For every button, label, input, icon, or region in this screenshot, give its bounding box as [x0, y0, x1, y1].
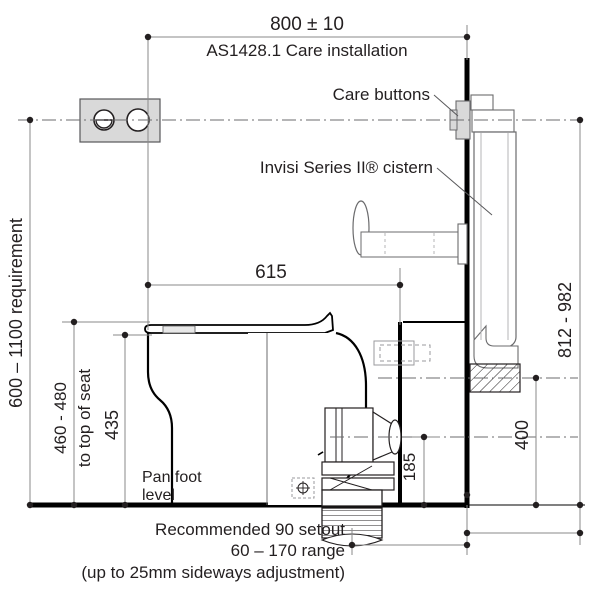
- dim-dot: [532, 501, 540, 509]
- centreline-group: [18, 119, 580, 438]
- dim-dot: [532, 374, 540, 382]
- dimension-endpoints: [26, 33, 584, 549]
- dim-185-label: 185: [400, 453, 419, 481]
- footnote-line2: 60 – 170 range: [231, 541, 345, 560]
- as1428-note-label: AS1428.1 Care installation: [206, 41, 407, 60]
- dim-dot: [121, 501, 129, 509]
- flush-pipe-wall-collar: [457, 223, 468, 265]
- connector-clamp-upper: [321, 461, 395, 476]
- dim-dot: [463, 491, 471, 499]
- dim-400-label: 400: [512, 420, 532, 450]
- cistern-neck: [470, 94, 494, 111]
- dim-dot: [420, 501, 428, 509]
- dim-dot: [26, 116, 34, 124]
- dim-dot: [144, 33, 152, 41]
- cistern-outlet-elbow: [473, 324, 519, 369]
- pan-foot-label-line2: level: [142, 487, 175, 504]
- dim-dot: [463, 541, 471, 549]
- seat-height-note-label: to top of seat: [75, 369, 94, 468]
- dim-dot: [348, 541, 356, 549]
- connector-brace-a: [329, 465, 373, 491]
- leader-cistern: [436, 167, 493, 216]
- pan-foot-label-line1: Pan foot: [142, 469, 202, 486]
- dim-615-label: 615: [255, 262, 287, 283]
- leader-lines: [433, 94, 493, 216]
- seat-bumper: [162, 325, 196, 334]
- dim-dot: [420, 433, 428, 441]
- dim-600-1100-label: 600 – 1100 requirement: [6, 218, 26, 408]
- cistern-body: [473, 131, 517, 348]
- dim-dot: [144, 281, 152, 289]
- toilet-pan-outline-left: [146, 333, 174, 505]
- connector-brace-b: [329, 477, 373, 491]
- leader-care-buttons: [433, 94, 459, 117]
- dim-dot: [70, 318, 78, 326]
- footnote-line1: Recommended 90 setout: [155, 520, 345, 539]
- dim-dot: [576, 501, 584, 509]
- half-flush-fill-icon: [95, 119, 113, 129]
- dim-812-982-label: 812 - 982: [555, 282, 575, 358]
- dim-dot: [396, 281, 404, 289]
- dim-dot: [576, 116, 584, 124]
- care-buttons-label: Care buttons: [333, 85, 430, 104]
- dim-435-label: 435: [102, 410, 122, 440]
- connector-barrel: [324, 407, 374, 463]
- wall-duct-outline: [373, 340, 415, 366]
- flush-pipe-group: [352, 200, 468, 265]
- dim-800-label: 800 ± 10: [270, 14, 344, 35]
- connector-sleeve-stack: [321, 489, 383, 507]
- dim-460-480-label: 460 - 480: [51, 382, 70, 454]
- dim-dot: [576, 529, 584, 537]
- cistern-label: Invisi Series II® cistern: [260, 158, 433, 177]
- footnote-line3: (up to 25mm sideways adjustment): [81, 563, 345, 582]
- dim-dot: [26, 501, 34, 509]
- invisi-cistern-group: [469, 94, 521, 393]
- wall-duct-inner: [379, 344, 431, 362]
- dimension-lines: [29, 25, 581, 555]
- dim-dot: [70, 501, 78, 509]
- dim-dot: [463, 529, 471, 537]
- dim-dot: [463, 33, 471, 41]
- cistern-top-band: [471, 109, 515, 133]
- target-crosshair-box: [291, 477, 315, 499]
- flush-pipe-body: [360, 231, 462, 258]
- dim-dot: [121, 331, 129, 339]
